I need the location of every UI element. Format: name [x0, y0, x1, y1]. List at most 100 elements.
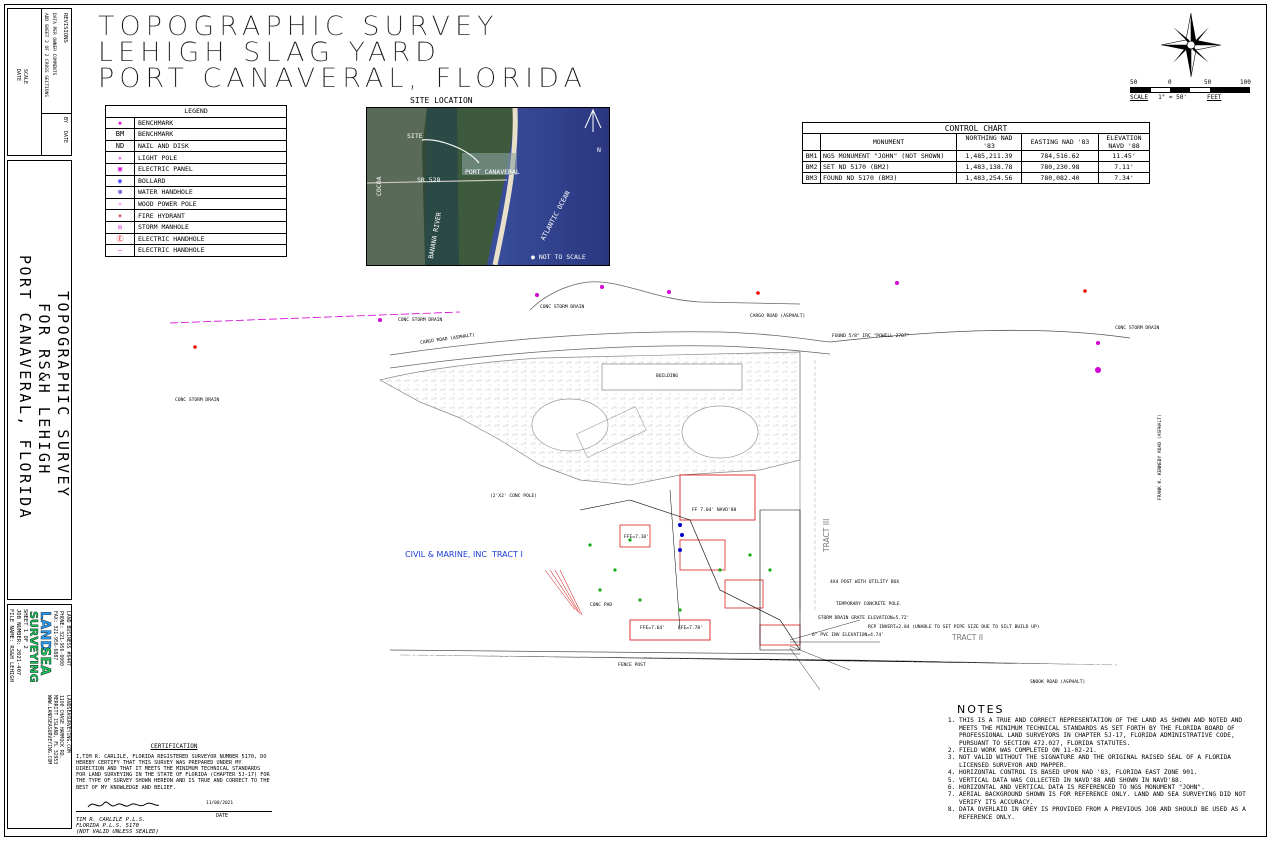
- notes-header: NOTES: [957, 703, 1005, 716]
- company-address-2: MERRITT ISLAND, FL 32953: [52, 695, 57, 765]
- snook-road-label: SNOOK ROAD (ASPHALT): [1030, 680, 1086, 685]
- table-cell: 780,230.98: [1021, 161, 1099, 173]
- company-web: WWW.LANDSEASURVEYING.COM: [46, 695, 51, 765]
- table-cell: BM3: [801, 172, 822, 184]
- scale-label-text: SCALE: [1130, 94, 1149, 101]
- revisions-date: DATE: [62, 131, 68, 144]
- building-label: BUILDING: [656, 374, 679, 379]
- side-title-line2: FOR RS&H LEHIGH: [35, 303, 53, 476]
- header-cell: MONUMENT: [820, 133, 957, 151]
- storm-drain-label: CONC STORM DRAIN: [1115, 326, 1160, 331]
- light-pole-icon: ✳: [105, 151, 135, 164]
- certification-block: CERTIFICATION I,TIM R. CARLILE, FLORIDA …: [76, 743, 272, 835]
- scale-tick: 50: [1130, 79, 1138, 86]
- note-item: DATA OVERLAID IN GREY IS PROVIDED FROM A…: [959, 806, 1261, 821]
- legend-label: ELECTRIC HANDHOLE: [134, 232, 287, 246]
- table-cell: SET ND 5170 (BM2): [820, 161, 957, 173]
- wood-power-pole-icon: ✧: [105, 197, 135, 211]
- cert-date-value: 11/08/2021: [206, 800, 234, 806]
- north-label: N: [597, 146, 601, 154]
- table-row: BM1 NGS MONUMENT "JOHN" (NOT SHOWN) 1,48…: [801, 150, 1150, 162]
- scale-unit: FEET: [1206, 94, 1222, 101]
- surveyor-license: FLORIDA P.L.S. 5170: [76, 822, 139, 829]
- legend-row: —ELECTRIC HANDHOLE: [105, 244, 287, 257]
- electric-panel-icon: ▣: [105, 162, 135, 176]
- job-number: JOB NUMBER: 2021-407: [15, 609, 21, 676]
- table-cell: BM1: [801, 150, 822, 162]
- header-cell: EASTING NAD '83: [1021, 133, 1099, 151]
- cocoa-label: COCOA: [375, 176, 383, 196]
- ffe-label: FFE=7.78': [678, 626, 703, 631]
- header-cell: NORTHING NAD '83: [956, 133, 1022, 151]
- storm-drain-label: CONC STORM DRAIN: [175, 398, 220, 403]
- legend-label: STORM MANHOLE: [134, 220, 287, 234]
- drawing-sheet: [4, 4, 1267, 837]
- table-cell: FOUND ND 5170 (BM3): [820, 172, 957, 184]
- company-block: LAND SEA SURVEYING LAND BUSINESS #6447 P…: [7, 604, 72, 829]
- control-chart-title: CONTROL CHART: [802, 122, 1150, 134]
- sheet-number: SHEET 1 OF 2: [22, 609, 28, 649]
- scale-ratio: 1" = 50': [1158, 94, 1187, 101]
- water-handhole-icon: ⊛: [105, 186, 135, 199]
- tract-2-label: TRACT II: [952, 633, 984, 642]
- table-row: BM2 SET ND 5170 (BM2) 1,483,138.78 780,2…: [801, 161, 1150, 173]
- note-item: FIELD WORK WAS COMPLETED ON 11-02-21.: [959, 747, 1261, 754]
- nail-disk-icon: ND: [105, 139, 135, 153]
- legend-row: ◈BENCHMARK: [105, 116, 287, 130]
- legend-header: LEGEND: [105, 105, 287, 118]
- revision-row: DATA PER OWNER COMMENTS: [51, 13, 56, 76]
- civil-marine-label: CIVIL & MARINE, INC TRACT I: [405, 550, 523, 559]
- tract-1-label: TRACT I: [492, 550, 523, 559]
- table-cell: 784,516.62: [1021, 150, 1099, 162]
- date-label: DATE: [15, 69, 21, 82]
- scale-tick: 100: [1240, 79, 1251, 86]
- company-address-1: 1100 CHASE HAMMOCK RD.: [58, 695, 63, 759]
- company-lb: LAND BUSINESS #6447: [65, 611, 70, 666]
- table-row: BM3 FOUND ND 5170 (BM3) 1,483,254.56 780…: [801, 172, 1150, 184]
- legend-label: NAIL AND DISK: [134, 139, 287, 153]
- ffe-label: FF 7.04' NAVD'88: [692, 508, 737, 513]
- notes-list: THIS IS A TRUE AND CORRECT REPRESENTATIO…: [943, 717, 1261, 821]
- note-item: VERTICAL DATA WAS COLLECTED IN NAVD'88 A…: [959, 777, 1261, 784]
- table-cell: 1,483,254.56: [956, 172, 1022, 184]
- cargo-road-label: CARGO ROAD (ASPHALT): [750, 314, 806, 319]
- table-cell: 780,082.40: [1021, 172, 1099, 184]
- table-cell: BM2: [801, 161, 822, 173]
- legend-row: ✧WOOD POWER POLE: [105, 197, 287, 211]
- legend-label: WATER HANDHOLE: [134, 186, 287, 199]
- not-valid-note: (NOT VALID UNLESS SEALED): [76, 828, 159, 835]
- legend-row: ⊛WATER HANDHOLE: [105, 186, 287, 199]
- fence-post-label: FENCE POST: [618, 663, 646, 668]
- company-fax: FAX: 321-956-6887: [52, 611, 57, 661]
- note-item: AERIAL BACKGROUND SHOWN IS FOR REFERENCE…: [959, 791, 1261, 806]
- table-cell: 11.45': [1098, 150, 1150, 162]
- scale-tick: 50: [1204, 79, 1212, 86]
- legend-row: ◎STORM MANHOLE: [105, 220, 287, 234]
- fire-hydrant-icon: ✶: [105, 209, 135, 222]
- side-title-line1: TOPOGRAPHIC SURVEY: [54, 291, 72, 499]
- title-line2: LEHIGH SLAG YARD: [98, 37, 441, 68]
- electric-line-icon: —: [105, 244, 135, 257]
- storm-drain-label: CONC STORM DRAIN: [398, 318, 443, 323]
- legend-row: ✶FIRE HYDRANT: [105, 209, 287, 222]
- side-title-block: TOPOGRAPHIC SURVEY FOR RS&H LEHIGH PORT …: [7, 160, 72, 600]
- title-line1: TOPOGRAPHIC SURVEY: [98, 11, 499, 42]
- post-label: 4X4 POST WITH UTILITY BOX: [830, 580, 900, 585]
- legend-label: LIGHT POLE: [134, 151, 287, 164]
- revisions-header: REVISIONS: [62, 13, 68, 43]
- port-label: PORT CANAVERAL: [465, 168, 520, 176]
- grate-label: STORM DRAIN GRATE ELEVATION=5.72': [818, 616, 910, 621]
- table-cell: 1,483,138.78: [956, 161, 1022, 173]
- scale-bar: 50 0 50 100 SCALE 1" = 50' FEET: [1130, 79, 1255, 101]
- header-cell: ELEVATION NAVD '88: [1098, 133, 1150, 151]
- legend-label: BOLLARD: [134, 174, 287, 188]
- side-title-line3: PORT CANAVERAL, FLORIDA: [16, 255, 34, 521]
- table-cell: 7.34': [1098, 172, 1150, 184]
- pvc-label: 6" PVC INV ELEVATION=4.74': [812, 633, 884, 638]
- table-cell: 1,485,211.39: [956, 150, 1022, 162]
- benchmark-text-icon: BM: [105, 128, 135, 141]
